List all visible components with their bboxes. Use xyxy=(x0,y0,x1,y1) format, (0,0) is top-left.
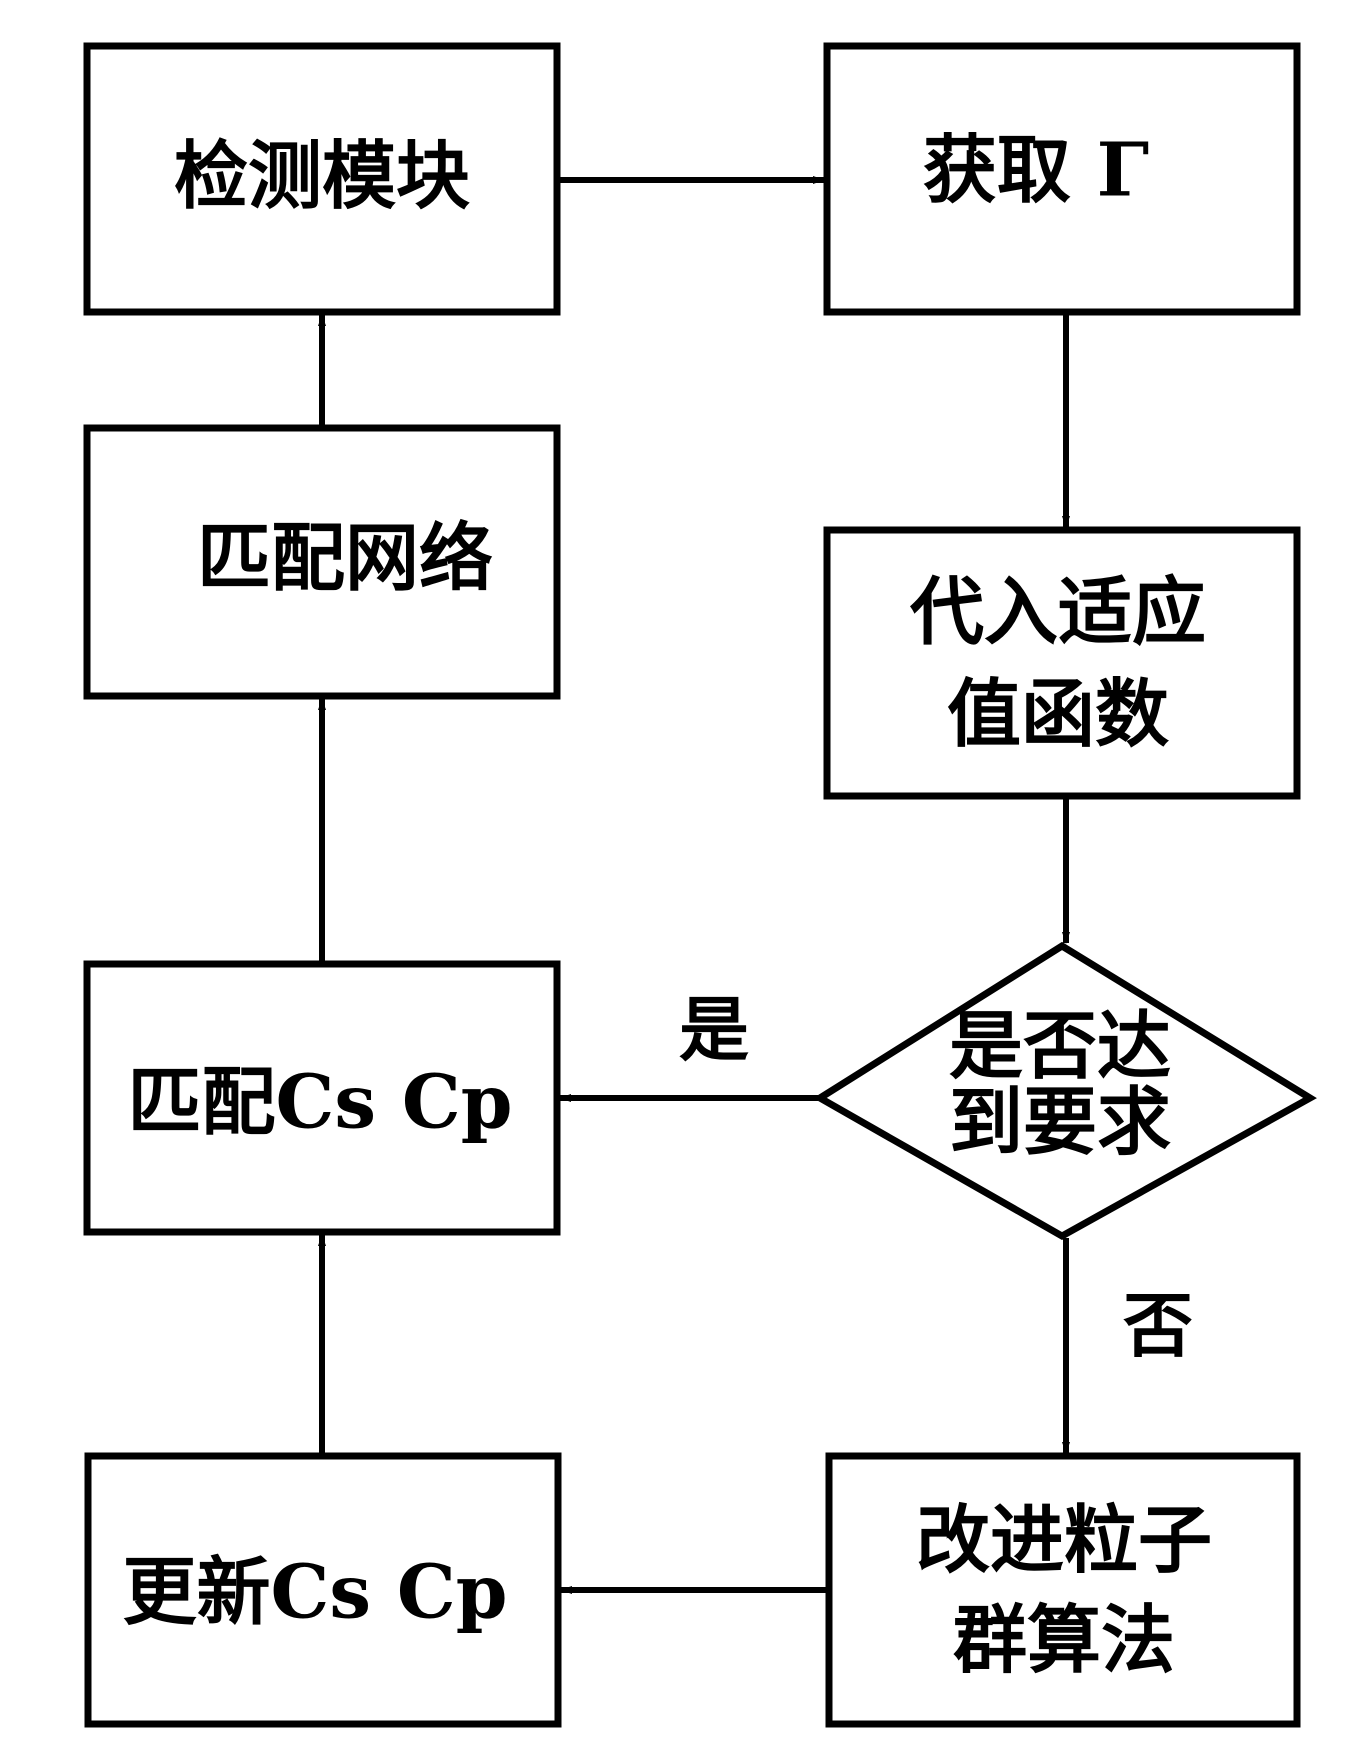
node-fitness-label-line1: 代入适应 xyxy=(909,570,1206,656)
node-update-label: 更新Cs Cp xyxy=(123,1550,508,1636)
node-detect-label: 检测模块 xyxy=(174,134,470,220)
node-decision-label-line1: 是否达 xyxy=(949,1004,1171,1090)
node-fitness-label-line2: 值函数 xyxy=(947,672,1169,758)
node-decision: 是否达 到要求 xyxy=(813,941,1317,1241)
edge-label-no: 否 xyxy=(1123,1284,1193,1367)
node-update: 更新Cs Cp xyxy=(84,1452,562,1728)
node-pso-label-line2: 群算法 xyxy=(953,1598,1175,1684)
node-match-c-label: 匹配Cs Cp xyxy=(128,1060,513,1146)
edge-label-yes: 是 xyxy=(679,988,749,1071)
node-match-net: 匹配网络 xyxy=(83,424,561,700)
node-get-gamma: 获取 Γ xyxy=(823,42,1301,316)
node-fitness: 代入适应 值函数 xyxy=(823,526,1301,800)
node-match-c: 匹配Cs Cp xyxy=(83,960,561,1236)
node-decision-label-line2: 到要求 xyxy=(949,1080,1171,1166)
node-pso-label-line1: 改进粒子 xyxy=(916,1498,1212,1584)
node-match-net-label: 匹配网络 xyxy=(197,516,493,602)
node-get-gamma-label: 获取 Γ xyxy=(923,128,1149,214)
node-detect: 检测模块 xyxy=(83,42,561,316)
node-pso: 改进粒子 群算法 xyxy=(825,1452,1301,1728)
